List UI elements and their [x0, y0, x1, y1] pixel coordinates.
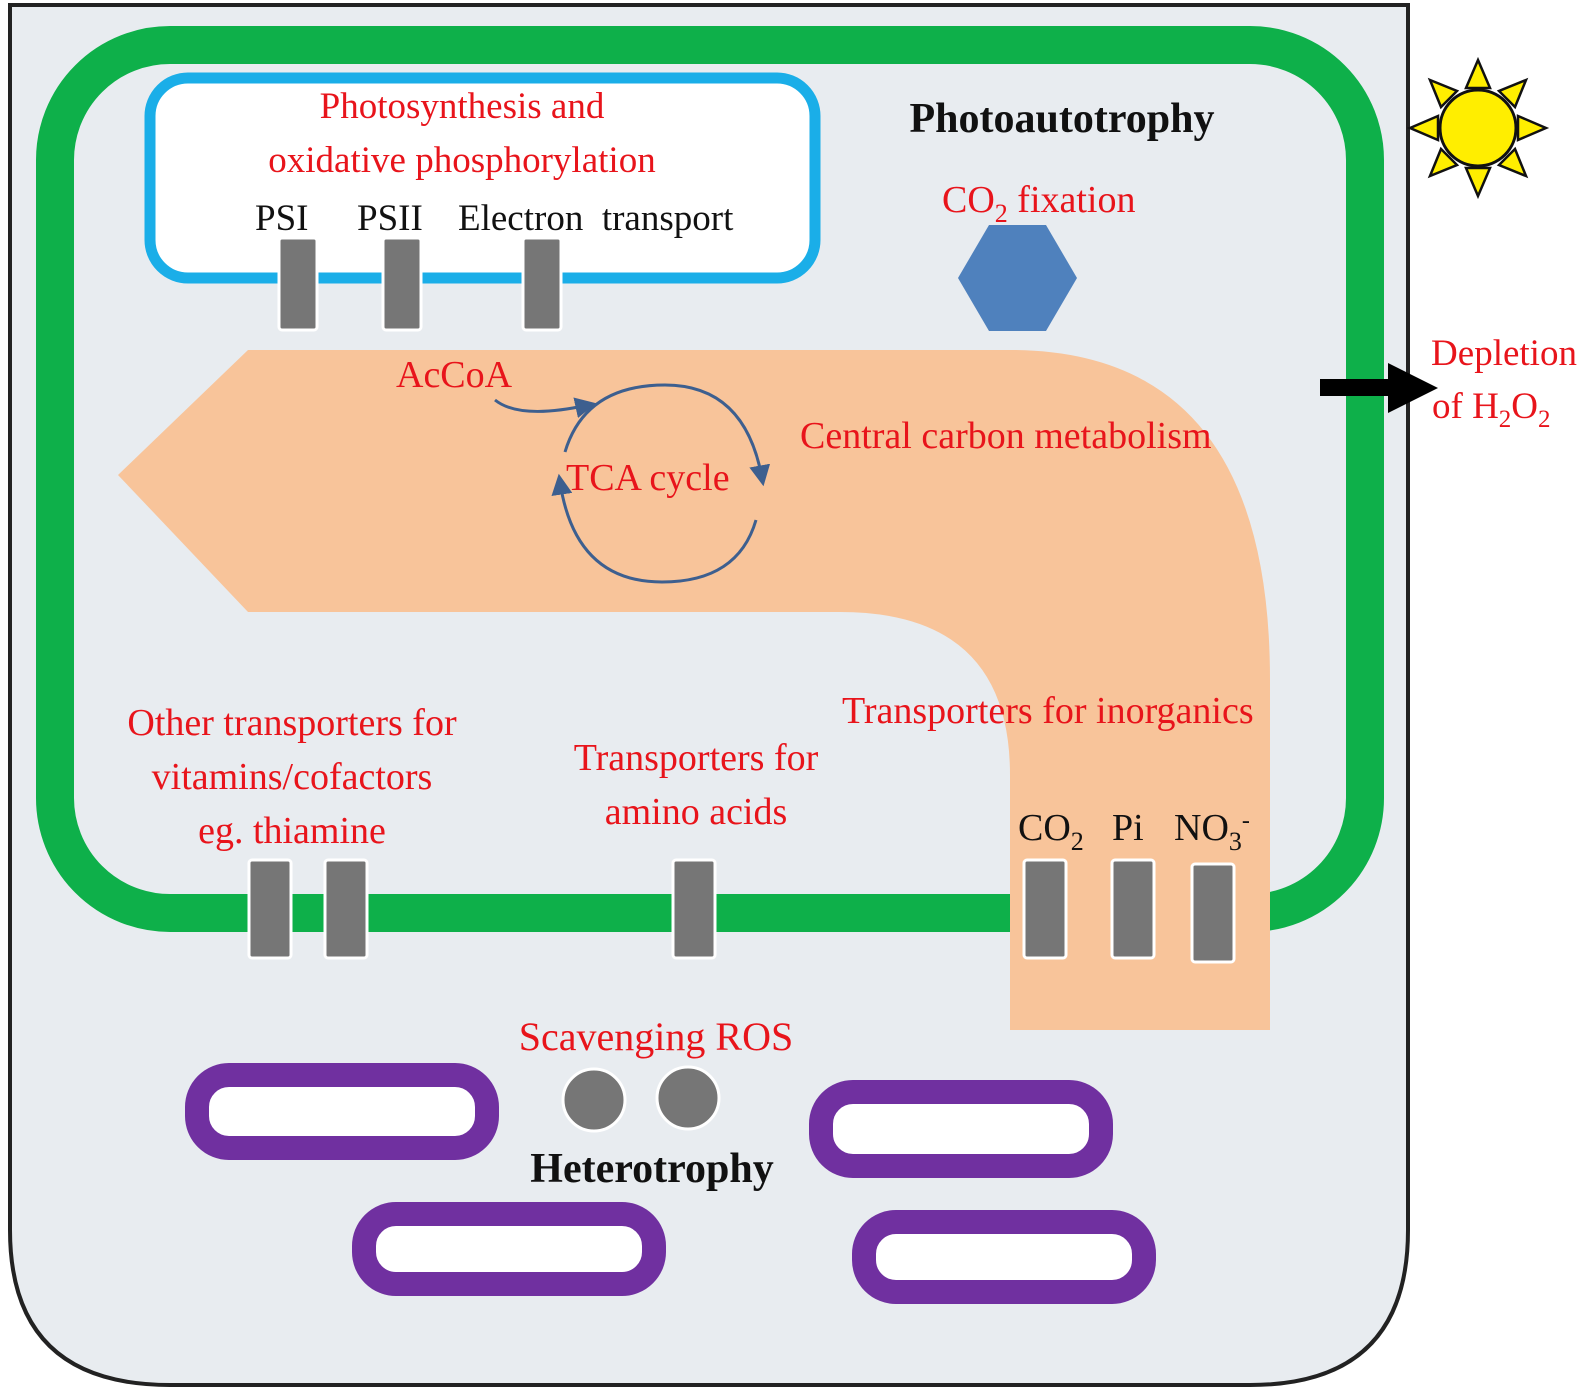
bacterium-1 — [185, 1063, 499, 1160]
electron-transport-label: Electron transport — [458, 198, 734, 239]
co2-fixation-label: CO2 fixation — [942, 179, 1136, 228]
amino-transporters-line2: amino acids — [605, 791, 788, 833]
psii-label: PSII — [357, 198, 423, 239]
photosynthesis-title-line2: oxidative phosphorylation — [268, 140, 655, 181]
sun-icon — [1406, 56, 1550, 200]
inorganic-transporters-label: Transporters for inorganics — [842, 690, 1254, 732]
co2-transporter — [1022, 858, 1068, 960]
ros-scavenger-2 — [655, 1065, 721, 1131]
h2o2-export-arrow — [1320, 363, 1438, 413]
other-transporters-line2: vitamins/cofactors — [152, 756, 433, 798]
amino-transporters-line1: Transporters for — [574, 737, 819, 779]
photoautotrophy-label: Photoautotrophy — [910, 96, 1215, 142]
other-transporters-line3: eg. thiamine — [198, 810, 386, 852]
photosynthesis-title-line1: Photosynthesis and — [320, 86, 605, 127]
depletion-label-line1: Depletion — [1431, 333, 1577, 374]
psi-complex — [277, 236, 319, 332]
bacterium-2 — [809, 1080, 1113, 1178]
tca-arc-top — [563, 383, 771, 487]
accoa-label: AcCoA — [396, 354, 513, 396]
other-transporters-line1: Other transporters for — [127, 702, 457, 744]
no3-transporter-label: NO3- — [1174, 807, 1250, 856]
accoa-arrow — [494, 397, 597, 418]
vitamin-transporter-2 — [323, 858, 369, 960]
depletion-label-line2: of H2O2 — [1432, 386, 1551, 433]
pi-transporter — [1110, 858, 1156, 960]
tca-cycle-label: TCA cycle — [566, 457, 730, 499]
bacterium-4 — [852, 1210, 1156, 1304]
tca-arc-bottom — [551, 473, 758, 584]
vitamin-transporter-1 — [247, 858, 293, 960]
heterotrophy-label: Heterotrophy — [530, 1146, 773, 1192]
central-carbon-label: Central carbon metabolism — [800, 415, 1212, 457]
psii-complex — [381, 236, 423, 332]
co2-fixation-hexagon — [958, 225, 1077, 331]
no3-transporter — [1190, 862, 1236, 964]
amino-acid-transporter — [671, 858, 717, 960]
electron-transport-complex — [521, 236, 563, 332]
ros-scavenger-1 — [561, 1067, 627, 1133]
co2-transporter-label: CO2 — [1018, 807, 1084, 856]
bacterium-3 — [352, 1202, 666, 1296]
pi-transporter-label: Pi — [1112, 807, 1144, 849]
central-carbon-band — [118, 350, 1270, 1030]
photosynthesis-membrane-box — [144, 72, 821, 284]
scavenging-ros-label: Scavenging ROS — [519, 1014, 793, 1059]
psi-label: PSI — [255, 198, 308, 239]
